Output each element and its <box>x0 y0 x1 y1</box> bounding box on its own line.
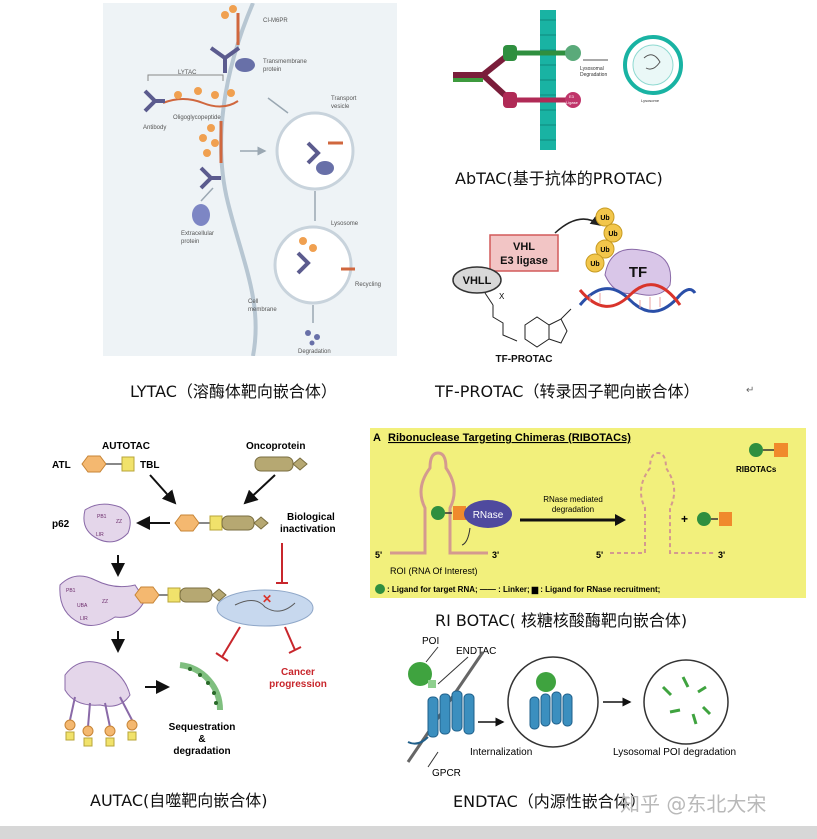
abtac-label-e3: E3 <box>569 94 575 99</box>
lytac-illustration: CI-M6PR Transmembrane protein LYTAC Olig… <box>103 3 397 356</box>
lytac-label-extracellular: Extracellular <box>181 231 214 237</box>
tf-ub-3: Ub <box>600 247 609 254</box>
lytac-label-degradation: Degradation <box>298 349 331 355</box>
autac-label-tbl: TBL <box>140 460 159 471</box>
lytac-label-extracellular-protein: protein <box>181 239 199 245</box>
lytac-label-ci-m6pr: CI-M6PR <box>263 18 288 24</box>
tf-label-x: X <box>499 292 505 301</box>
ribotac-three-prime-right: 3' <box>718 550 725 560</box>
tf-label-vhll: VHLL <box>463 275 492 287</box>
lytac-label-transmembrane: Transmembrane <box>263 59 307 65</box>
tf-label-vhl: VHL <box>513 241 535 253</box>
tfprotac-caption: TF-PROTAC（转录因子靶向嵌合体） <box>435 382 700 401</box>
tfprotac-figure: VHL E3 ligase VHLL Ub Ub Ub Ub TF X <box>445 205 700 370</box>
autac-label-amp: & <box>198 734 205 745</box>
autac-caption: AUTAC(自噬靶向嵌合体) <box>90 791 268 810</box>
autac-illustration: AUTOTAC ATL TBL Oncoprotein Biological i… <box>40 435 370 765</box>
abtac-label-lysosome: Lysosome <box>641 98 660 103</box>
autac-figure: AUTOTAC ATL TBL Oncoprotein Biological i… <box>40 435 370 765</box>
ribotac-figure: A Ribonuclease Targeting Chimeras (RIBOT… <box>370 428 806 598</box>
svg-text:✕: ✕ <box>262 592 272 606</box>
ribotac-label-mediated2: degradation <box>552 505 594 514</box>
lytac-label-transport: Transport <box>331 96 357 102</box>
autac-complex-lir: LIR <box>80 616 88 622</box>
lytac-label-lytac: LYTAC <box>178 70 197 76</box>
tf-ub-2: Ub <box>608 231 617 238</box>
autac-p62-zz: ZZ <box>116 519 122 525</box>
autac-label-progression: progression <box>269 679 327 690</box>
watermark: 知乎 @东北大宋 <box>620 792 767 816</box>
ribotac-label-prefix: A <box>373 432 381 444</box>
endtac-illustration: POI ENDTAC GPCR Internalization <box>398 632 760 780</box>
ribotac-five-prime-left: 5' <box>375 550 382 560</box>
autac-label-sequestration: Sequestration <box>169 722 236 733</box>
tf-label-tf: TF <box>629 264 647 281</box>
tfprotac-illustration: VHL E3 ligase VHLL Ub Ub Ub Ub TF X <box>445 205 700 370</box>
autac-label-biological: Biological <box>287 512 335 523</box>
autac-label-autotac: AUTOTAC <box>102 441 150 452</box>
autac-label-p62: p62 <box>52 519 70 530</box>
autac-complex-pb1: PB1 <box>66 588 76 594</box>
ribotac-label-legend: RIBOTACs <box>736 465 777 474</box>
tfprotac-caption-mark: ↵ <box>746 385 755 396</box>
autac-p62-lir: LIR <box>96 532 104 538</box>
lytac-label-antibody: Antibody <box>143 125 166 131</box>
ribotac-five-prime-right: 5' <box>596 550 603 560</box>
abtac-label-lysosomal: Lysosomal <box>580 66 604 72</box>
endtac-figure: POI ENDTAC GPCR Internalization <box>398 632 760 780</box>
tf-ub-1: Ub <box>600 215 609 222</box>
lytac-figure: CI-M6PR Transmembrane protein LYTAC Olig… <box>103 3 397 356</box>
lytac-label-lysosome: Lysosome <box>331 221 359 227</box>
autac-label-atl: ATL <box>52 460 71 471</box>
ribotac-footnote: : Ligand for target RNA; —— : Linker; ▆ … <box>387 585 660 595</box>
abtac-figure: Lysosomal Degradation Lysosome E3 Ligase <box>448 10 688 150</box>
endtac-caption: ENDTAC（内源性嵌合体） <box>453 792 646 811</box>
abtac-caption: AbTAC(基于抗体的PROTAC) <box>455 169 663 188</box>
endtac-label-internalization: Internalization <box>470 747 532 758</box>
autac-p62-pb1: PB1 <box>97 514 107 520</box>
endtac-label-lysosomal: Lysosomal POI degradation <box>613 747 736 758</box>
endtac-label-gpcr: GPCR <box>432 768 461 779</box>
ribotac-three-prime-left: 3' <box>492 550 499 560</box>
lytac-label-cell: Cell <box>248 299 258 305</box>
tf-label-e3-ligase: E3 ligase <box>500 255 548 267</box>
ribotac-title: Ribonuclease Targeting Chimeras (RIBOTAC… <box>388 432 631 444</box>
autac-complex-zz: ZZ <box>102 599 108 605</box>
lytac-label-oligoglycopeptide: Oligoglycopeptide <box>173 115 221 121</box>
ribotac-label-rnase: RNase <box>473 510 504 521</box>
endtac-label-endtac: ENDTAC <box>456 646 496 657</box>
tf-label-structure-name: TF-PROTAC <box>495 354 552 365</box>
autac-label-oncoprotein: Oncoprotein <box>246 441 305 452</box>
autac-complex-uba: UBA <box>77 603 88 609</box>
endtac-label-poi: POI <box>422 636 439 647</box>
ribotac-label-roi: ROI (RNA Of Interest) <box>390 566 478 576</box>
lytac-label-membrane: membrane <box>248 307 277 313</box>
lytac-label-protein: protein <box>263 67 281 73</box>
ribotac-label-mediated1: RNase mediated <box>543 495 603 504</box>
abtac-label-ligase: Ligase <box>566 100 579 105</box>
abtac-label-degradation: Degradation <box>580 72 607 78</box>
autac-label-cancer: Cancer <box>281 667 315 678</box>
lytac-caption: LYTAC（溶酶体靶向嵌合体） <box>130 382 337 401</box>
autac-label-degradation: degradation <box>173 746 230 757</box>
window-bottom-bar <box>0 826 817 839</box>
ribotac-caption: RI BOTAC( 核糖核酸酶靶向嵌合体) <box>435 611 688 630</box>
ribotac-illustration: A Ribonuclease Targeting Chimeras (RIBOT… <box>370 428 806 598</box>
abtac-illustration: Lysosomal Degradation Lysosome E3 Ligase <box>448 10 688 150</box>
tf-ub-4: Ub <box>590 261 599 268</box>
ribotac-plus: + <box>681 512 688 526</box>
autac-label-inactivation: inactivation <box>280 524 336 535</box>
lytac-label-vesicle: vesicle <box>331 104 350 110</box>
lytac-label-recycling: Recycling <box>355 282 381 288</box>
